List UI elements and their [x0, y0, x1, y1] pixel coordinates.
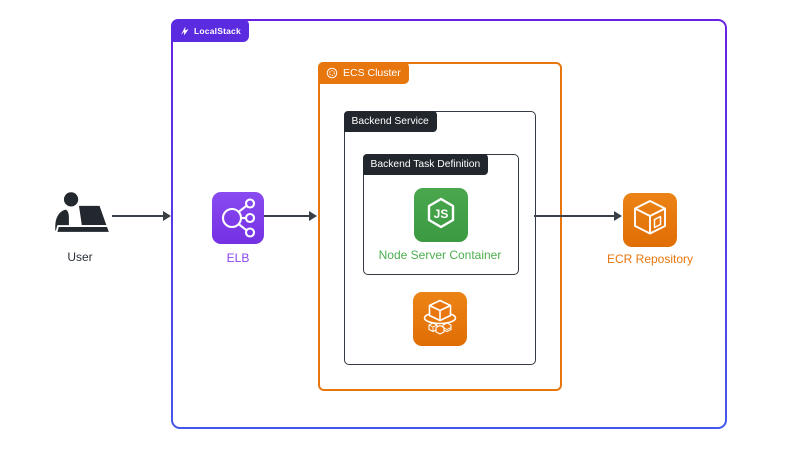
user-label: User [67, 250, 93, 264]
localstack-tab: LocalStack [171, 19, 249, 42]
backend-service-tab: Backend Service [343, 110, 437, 132]
node-server-container-node: JS [414, 188, 468, 242]
ecs-containers-icon [423, 299, 457, 335]
ecr-repository-node [623, 193, 677, 247]
ecs-service-node [413, 292, 467, 346]
elb-node [212, 192, 264, 244]
localstack-tab-label: LocalStack [194, 25, 241, 36]
nodejs-logo-text: JS [434, 207, 449, 221]
arrow-elb-to-ecs-cluster [264, 211, 317, 221]
backend-task-definition-tab: Backend Task Definition [362, 153, 489, 175]
ecr-repository-label: ECR Repository [606, 252, 694, 266]
ecs-cluster-box: ECS Cluster [318, 62, 562, 391]
ecs-cluster-tab: ECS Cluster [318, 62, 409, 84]
ecs-cluster-ring-icon [326, 67, 338, 79]
backend-service-box: Backend Service [343, 110, 536, 365]
node-server-container-label: Node Server Container [378, 248, 502, 262]
ecr-cube-icon [634, 200, 666, 235]
backend-task-definition-tab-label: Backend Task Definition [370, 158, 481, 170]
person-at-laptop-icon [53, 190, 112, 234]
backend-service-tab-label: Backend Service [351, 115, 429, 127]
arrow-user-to-localstack [112, 211, 171, 221]
backend-task-definition-box: Backend Task Definition [362, 153, 519, 275]
arrow-backend-service-to-ecr [534, 211, 622, 221]
localstack-logo-icon [180, 26, 189, 36]
load-balancer-icon [221, 198, 256, 238]
elb-label: ELB [226, 251, 250, 265]
ecs-cluster-tab-label: ECS Cluster [343, 67, 401, 79]
nodejs-hexagon-icon: JS [427, 197, 455, 229]
